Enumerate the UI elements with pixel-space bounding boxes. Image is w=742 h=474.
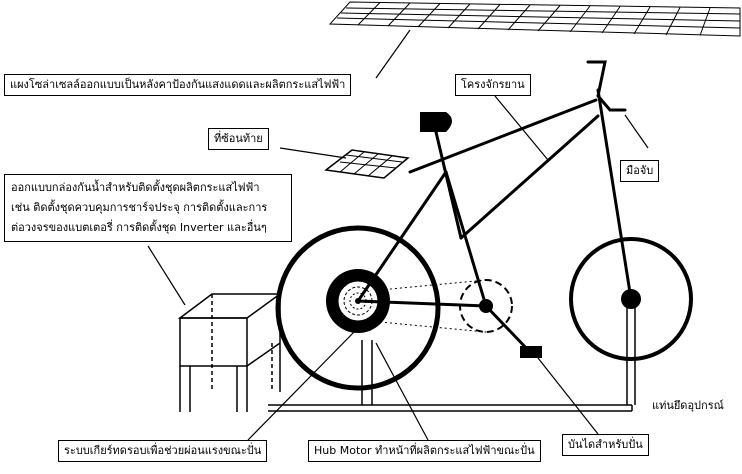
- solar-panel-roof: [328, 1, 741, 37]
- enclosure-label: ออกแบบกล่องกันน้ำสำหรับติดตั้งชุดผลิตกระ…: [4, 174, 292, 242]
- rear-rack-label: ที่ซ้อนท้าย: [208, 128, 269, 150]
- enclosure-line-3: ต่อวงจรของแบตเตอรี่ การติดตั้งชุด Invert…: [11, 221, 267, 234]
- solar-panel-label: แผงโซล่าเซลล์ออกแบบเป็นหลังคาป้องกันแสงแ…: [4, 74, 352, 96]
- pedal: [520, 346, 542, 358]
- hub-motor-label: Hub Motor ทำหน้าที่ผลิตกระแสไฟฟ้าขณะปั่น: [308, 440, 541, 462]
- rear-rack: [324, 149, 410, 179]
- chainring: [379, 279, 513, 333]
- bicycle-frame: [356, 88, 633, 354]
- mounting-stand: [268, 300, 636, 412]
- waterproof-box: [177, 293, 283, 412]
- leader-lines: [147, 29, 649, 441]
- rear-wheel: [275, 225, 441, 391]
- frame-label: โครงจักรยาน: [455, 74, 531, 96]
- handlebar: [586, 60, 627, 112]
- saddle: [420, 112, 452, 132]
- handlebar-label: มือจับ: [620, 160, 660, 182]
- enclosure-line-2: เช่น ติดตั้งชุดควบคุมการชาร์จประจุ การติ…: [11, 201, 268, 214]
- gear-system-label: ระบบเกียร์ทดรอบเพื่อช่วยผ่อนแรงขณะปั่น: [58, 440, 268, 462]
- stand-label: แท่นยึดอุปกรณ์: [652, 399, 724, 412]
- pedal-label: บันไดสำหรับปั่น: [562, 434, 649, 456]
- enclosure-line-1: ออกแบบกล่องกันน้ำสำหรับติดตั้งชุดผลิตกระ…: [11, 181, 260, 194]
